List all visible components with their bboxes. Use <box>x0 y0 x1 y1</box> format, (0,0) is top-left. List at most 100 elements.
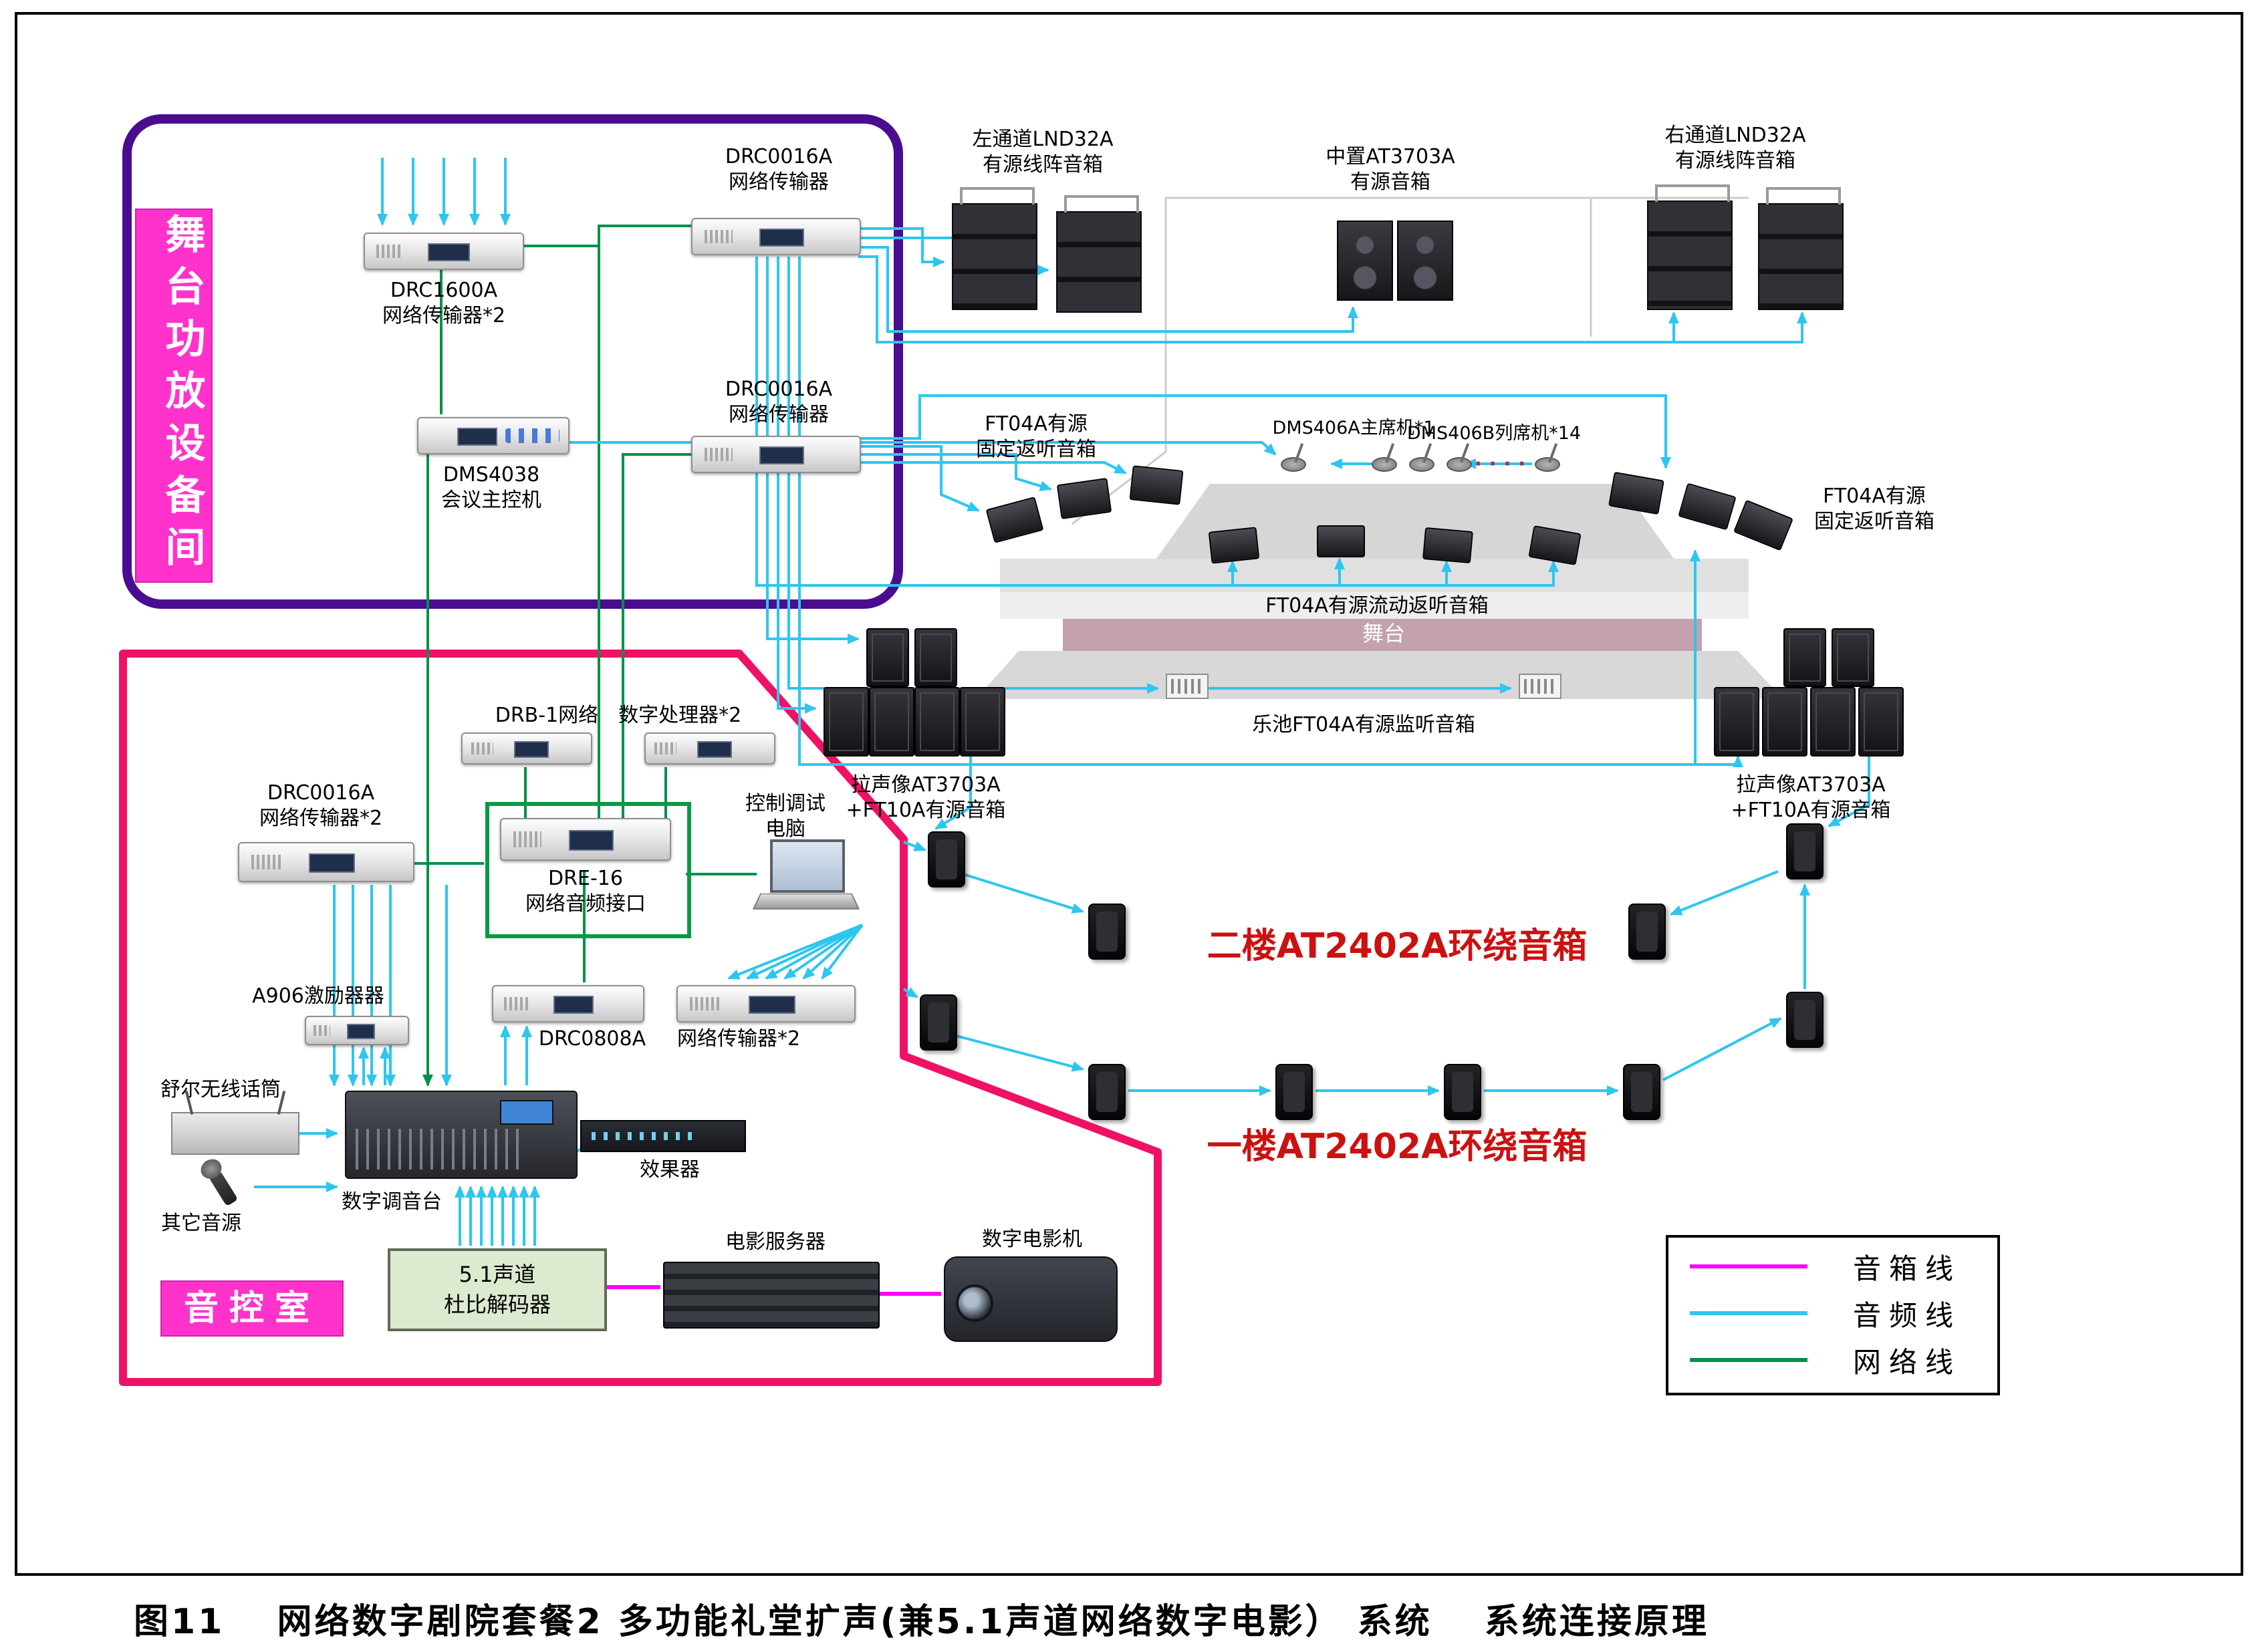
stage-amp-room-border <box>122 114 903 609</box>
right-array-tower-2 <box>1758 187 1844 310</box>
stage-shapes <box>976 484 1783 699</box>
ft04a-right-label: FT04A有源 固定返听音箱 <box>1814 485 1934 533</box>
drc0016a-x2-label: DRC0016A 网络传输器*2 <box>259 781 383 830</box>
legend-row-audio: 音频线 <box>1668 1290 1997 1337</box>
drc0808a-device <box>492 985 644 1022</box>
chairman-mic <box>1281 457 1306 472</box>
pull-left-cab-1 <box>866 628 909 687</box>
pit-monitor-2 <box>1519 674 1561 699</box>
effects-device <box>580 1120 746 1152</box>
surround-1f-3 <box>1444 1064 1481 1120</box>
mobile-monitor-2 <box>1317 525 1365 557</box>
surround-1f-left <box>920 994 957 1051</box>
ft04a-mobile-label: FT04A有源流动返听音箱 <box>1265 594 1489 617</box>
net-trans-x2-device <box>676 985 856 1022</box>
network-line-sample <box>1690 1358 1807 1362</box>
drc1600a-device <box>364 233 524 270</box>
network-lines <box>412 225 757 1087</box>
legend-row-speaker: 音箱线 <box>1668 1243 1997 1290</box>
drc0016a-mid-device <box>691 436 861 473</box>
surround-2f-left-top <box>928 831 965 887</box>
digital-mixer <box>345 1091 578 1179</box>
dre16-box <box>485 802 691 938</box>
drc0016a-top-label: DRC0016A 网络传输器 <box>725 145 833 194</box>
legend-label-speaker: 音箱线 <box>1853 1252 1962 1285</box>
stage-amp-room-label: 舞台功放设备间 <box>135 209 213 583</box>
dre16-label: DRE-16 网络音频接口 <box>525 867 646 916</box>
surround-2f-right-top <box>1786 823 1824 879</box>
pit-monitor-label: 乐池FT04A有源监听音箱 <box>1252 713 1475 736</box>
pull-left-cab-5 <box>914 687 960 756</box>
drb1-device-2 <box>644 732 775 765</box>
right-array-tower-1 <box>1647 184 1733 310</box>
laptop-base <box>752 893 860 910</box>
left-array-label: 左通道LND32A 有源线阵音箱 <box>972 128 1114 176</box>
movie-server-device <box>663 1262 880 1329</box>
other-source-label: 其它音源 <box>161 1212 241 1235</box>
pull-right-cab-4 <box>1762 687 1807 756</box>
wireless-receiver <box>171 1112 299 1155</box>
surround-1f-2 <box>1275 1064 1313 1120</box>
a906-label: A906激励器器 <box>252 984 384 1008</box>
dms4038-device <box>417 417 570 454</box>
delegate-mic-1 <box>1372 457 1397 472</box>
mobile-monitor-3 <box>1422 527 1473 564</box>
drc1600a-label: DRC1600A 网络传输器*2 <box>382 279 506 327</box>
control-pc-label: 控制调试 电脑 <box>745 792 826 841</box>
mixer-label: 数字调音台 <box>342 1190 442 1214</box>
floor1-surround-label: 一楼AT2402A环绕音箱 <box>1207 1127 1588 1167</box>
audio-line-sample <box>1690 1311 1807 1315</box>
left-array-tower-1 <box>952 187 1037 310</box>
ft04a-left-label: FT04A有源 固定返听音箱 <box>976 412 1096 461</box>
diagram-frame <box>15 12 2243 1576</box>
drc0016a-x2-device <box>238 842 414 882</box>
pull-right-label: 拉声像AT3703A +FT10A有源音箱 <box>1731 773 1891 822</box>
pull-left-cab-4 <box>869 687 914 756</box>
pull-left-label: 拉声像AT3703A +FT10A有源音箱 <box>846 773 1006 822</box>
center-speaker-label: 中置AT3703A 有源音箱 <box>1326 145 1455 194</box>
control-room-label: 音控室 <box>160 1280 344 1337</box>
dms406b-label: DMS406B列席机*14 <box>1406 423 1582 444</box>
ft04a-left-wedge-2 <box>1056 477 1112 520</box>
delegate-mic-3 <box>1447 457 1472 472</box>
pull-left-cab-2 <box>914 628 957 687</box>
surround-2f-right <box>1628 904 1666 960</box>
mic-dots: · · · · <box>1474 452 1526 476</box>
pit-monitor-1 <box>1166 674 1209 699</box>
mobile-monitor-1 <box>1208 527 1260 564</box>
laptop-screen <box>770 839 845 893</box>
cinema-label: 数字电影机 <box>982 1228 1082 1251</box>
movie-server-label: 电影服务器 <box>725 1230 826 1254</box>
center-cabinet-1 <box>1337 221 1393 301</box>
ft04a-left-wedge-3 <box>1129 465 1184 505</box>
right-array-label: 右通道LND32A 有源线阵音箱 <box>1664 124 1806 172</box>
center-cabinet-2 <box>1397 221 1453 301</box>
pull-right-cab-5 <box>1810 687 1856 756</box>
dre16-device <box>500 818 671 861</box>
audio-lines <box>254 158 1870 1246</box>
stage-label: 舞台 <box>1362 621 1405 646</box>
dolby-decoder: 5.1声道 杜比解码器 <box>388 1248 607 1331</box>
pull-right-cab-3 <box>1714 687 1759 756</box>
pull-right-cab-1 <box>1783 628 1826 687</box>
delegate-mic-n <box>1535 457 1560 472</box>
legend: 音箱线 音频线 网络线 <box>1666 1235 2000 1395</box>
effects-label: 效果器 <box>640 1158 700 1182</box>
legend-label-audio: 音频线 <box>1853 1298 1962 1332</box>
net-trans-x2-label: 网络传输器*2 <box>676 1027 801 1051</box>
left-array-tower-2 <box>1056 195 1142 313</box>
surround-1f-1 <box>1088 1064 1126 1120</box>
floor2-surround-label: 二楼AT2402A环绕音箱 <box>1207 926 1588 966</box>
shure-label: 舒尔无线话筒 <box>160 1078 281 1101</box>
delegate-mic-2 <box>1409 457 1434 472</box>
pull-right-cab-6 <box>1858 687 1904 756</box>
dms4038-label: DMS4038 会议主控机 <box>441 463 541 512</box>
drb1-label: DRB-1网络 数字处理器*2 <box>495 704 742 727</box>
legend-label-network: 网络线 <box>1853 1345 1962 1379</box>
cinema-projector <box>944 1256 1118 1342</box>
drc0808a-label: DRC0808A <box>538 1027 646 1051</box>
surround-1f-right <box>1786 992 1824 1048</box>
surround-1f-4 <box>1623 1064 1660 1120</box>
speaker-line-sample <box>1690 1264 1807 1268</box>
